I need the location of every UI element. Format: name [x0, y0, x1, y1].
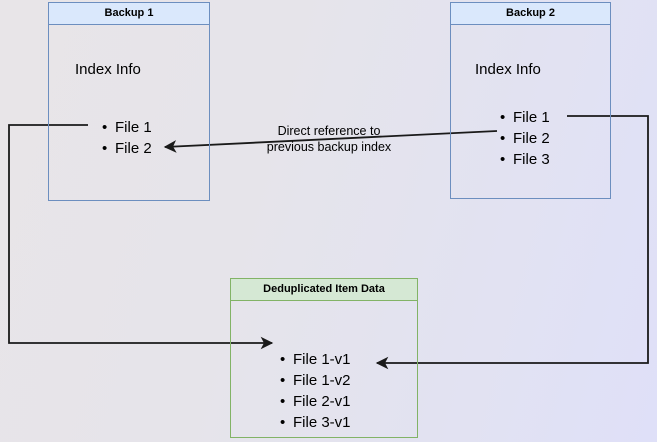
direct-reference-edge-label: Direct reference to previous backup inde…: [259, 123, 399, 155]
backup2-box: Backup 2 Index Info File 1 File 2 File 3: [450, 2, 611, 199]
dedup-body: File 1-v1 File 1-v2 File 2-v1 File 3-v1: [231, 301, 417, 437]
direct-reference-label-line1: Direct reference to: [277, 124, 381, 138]
edge-direct-reference: [163, 130, 498, 153]
list-item: File 2-v1: [280, 391, 350, 412]
list-item: File 1: [102, 117, 152, 138]
backup1-body: Index Info File 1 File 2: [49, 25, 209, 200]
backup2-body: Index Info File 1 File 2 File 3: [451, 25, 610, 198]
edge-backup2-to-dedup: [375, 115, 649, 370]
list-item: File 1: [500, 107, 550, 128]
backup1-file-list: File 1 File 2: [97, 117, 152, 159]
deduplicated-item-data-box: Deduplicated Item Data File 1-v1 File 1-…: [230, 278, 418, 438]
list-item: File 1-v2: [280, 370, 350, 391]
dedup-file-list: File 1-v1 File 1-v2 File 2-v1 File 3-v1: [275, 349, 350, 433]
backup1-index-info-label: Index Info: [75, 61, 141, 78]
list-item: File 3: [500, 149, 550, 170]
list-item: File 2: [500, 128, 550, 149]
list-item: File 3-v1: [280, 412, 350, 433]
backup2-index-info-label: Index Info: [475, 61, 541, 78]
dedup-header: Deduplicated Item Data: [231, 279, 417, 301]
backup2-file-list: File 1 File 2 File 3: [495, 107, 550, 170]
backup1-box: Backup 1 Index Info File 1 File 2: [48, 2, 210, 201]
list-item: File 2: [102, 138, 152, 159]
backup1-header: Backup 1: [49, 3, 209, 25]
list-item: File 1-v1: [280, 349, 350, 370]
direct-reference-label-line2: previous backup index: [266, 140, 392, 154]
backup2-header: Backup 2: [451, 3, 610, 25]
